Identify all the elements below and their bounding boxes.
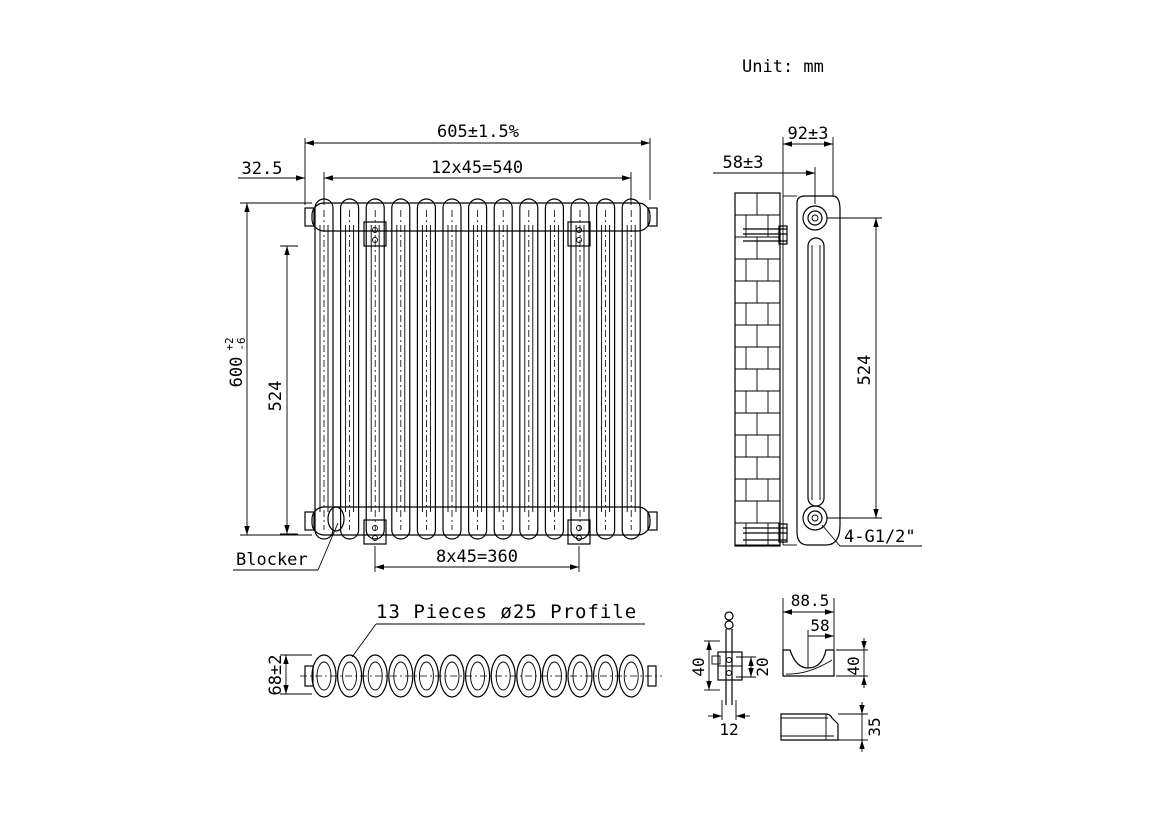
wall-offset-text: 58±3 (723, 153, 764, 173)
dim-wall-offset: 58±3 (713, 153, 816, 204)
dim-depth-total: 92±3 (782, 124, 834, 196)
hole-spacing-text: 20 (753, 657, 772, 676)
side-view: 92±3 58±3 524 4-G1/2" (713, 124, 922, 547)
height-tol-lower-text: -6 (235, 337, 248, 350)
radiator-column (493, 198, 513, 540)
connection-label: 4-G1/2" (844, 527, 916, 547)
arm-length-text: 88.5 (791, 591, 830, 610)
bracket-clip-detail: 35 (780, 702, 884, 752)
end-plug-bottom-right (647, 511, 658, 531)
clip-height-text: 35 (865, 717, 884, 736)
unit-label: Unit: mm (742, 57, 824, 77)
front-bracket-top-right (567, 221, 591, 247)
profile-callout: 13 Pieces ø25 Profile (351, 601, 645, 658)
radiator-column (570, 198, 590, 540)
bottom-header (311, 506, 651, 536)
column-pitch-text: 12x45=540 (431, 158, 523, 178)
end-plug-top-right (647, 207, 658, 227)
plate-width-text: 12 (719, 720, 738, 739)
height-tol-upper-text: +2 (223, 337, 236, 350)
front-bracket-bottom-left (363, 519, 387, 545)
center-height-text: 524 (266, 381, 286, 412)
side-profile (796, 195, 841, 546)
top-depth-text: 68±2 (266, 655, 286, 696)
radiator-column (468, 198, 488, 540)
radiator-column (621, 198, 641, 540)
radiator-column (595, 198, 616, 540)
radiator-column (544, 198, 565, 540)
radiator-column (442, 198, 462, 540)
front-bracket-top-left (363, 221, 387, 247)
radiator-column (314, 198, 334, 540)
front-bracket-bottom-right (567, 519, 591, 545)
top-port-icon (802, 205, 828, 231)
top-header (311, 202, 651, 232)
wall-section (734, 192, 781, 547)
blocker-icon (327, 506, 345, 532)
blocker-callout: Blocker (233, 522, 339, 571)
dim-top-depth: 68±2 (266, 655, 312, 696)
dim-overall-width: 605±1.5% (304, 122, 651, 205)
bracket-spacing-text: 8x45=360 (436, 547, 518, 567)
radiator-column (416, 198, 436, 540)
arm-offset-text: 58 (810, 616, 829, 635)
radiator-column (391, 198, 411, 540)
bracket-plate-detail: 40 20 12 (689, 611, 772, 739)
top-view: 68±2 13 Pieces ø25 Profile (266, 601, 662, 698)
bracket-arm-detail: 88.5 58 40 (782, 591, 868, 688)
blocker-label: Blocker (236, 550, 308, 570)
radiator-column (519, 198, 539, 540)
dim-column-pitch: 12x45=540 32.5 (238, 158, 632, 205)
side-center-height-text: 524 (855, 355, 875, 386)
radiator-column (365, 198, 385, 540)
arm-height-text: 40 (844, 656, 863, 675)
end-offset-text: 32.5 (242, 159, 283, 179)
profile-label: 13 Pieces ø25 Profile (376, 601, 637, 623)
end-plug-bottom-left (304, 511, 315, 531)
side-channel (807, 237, 825, 507)
connection-callout: 4-G1/2" (821, 524, 922, 547)
height-base-text: 600 (227, 357, 247, 388)
dim-overall-height: 600 +2 -6 (223, 202, 312, 536)
end-plug-top-left (304, 207, 315, 227)
radiator-columns (314, 198, 641, 540)
dim-side-center-height: 524 (827, 217, 882, 519)
overall-width-text: 605±1.5% (437, 122, 519, 142)
depth-total-text: 92±3 (788, 124, 829, 144)
wall-bolts-top (743, 225, 788, 245)
plate-height-text: 40 (689, 657, 708, 676)
radiator-column (340, 198, 360, 540)
dim-center-height: 524 (266, 245, 298, 535)
dim-bracket-spacing: 8x45=360 (374, 546, 580, 572)
wall-bolts-bottom (743, 523, 788, 543)
front-view: 605±1.5% 12x45=540 32.5 600 +2 -6 (223, 122, 658, 572)
